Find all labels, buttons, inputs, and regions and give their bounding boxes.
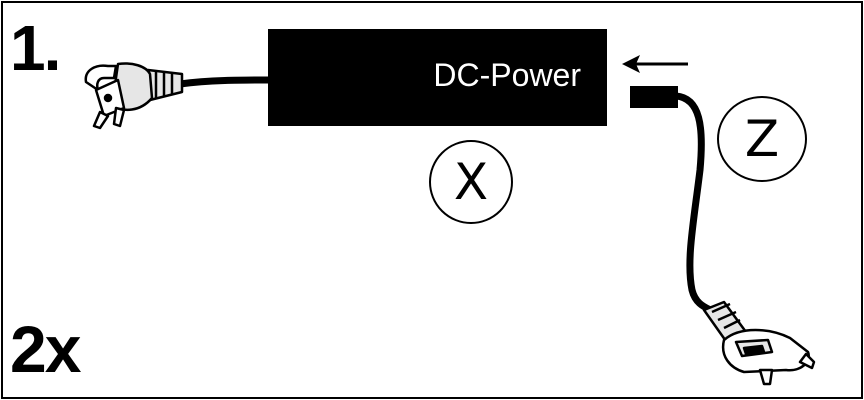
step-number: 1. — [10, 12, 61, 84]
quantity-label: 2x — [10, 312, 81, 386]
mains-plug-bottom-icon — [702, 300, 816, 386]
callout-x: X — [429, 140, 513, 224]
ac-cord — [176, 76, 272, 88]
mains-plug-left-icon — [84, 62, 184, 130]
insert-arrow-icon — [622, 55, 688, 73]
callout-z: Z — [717, 96, 807, 182]
dc-power-adapter: DC-Power — [268, 29, 607, 126]
dc-cable — [672, 92, 718, 316]
dc-connector — [630, 86, 678, 108]
adapter-label: DC-Power — [433, 57, 581, 93]
